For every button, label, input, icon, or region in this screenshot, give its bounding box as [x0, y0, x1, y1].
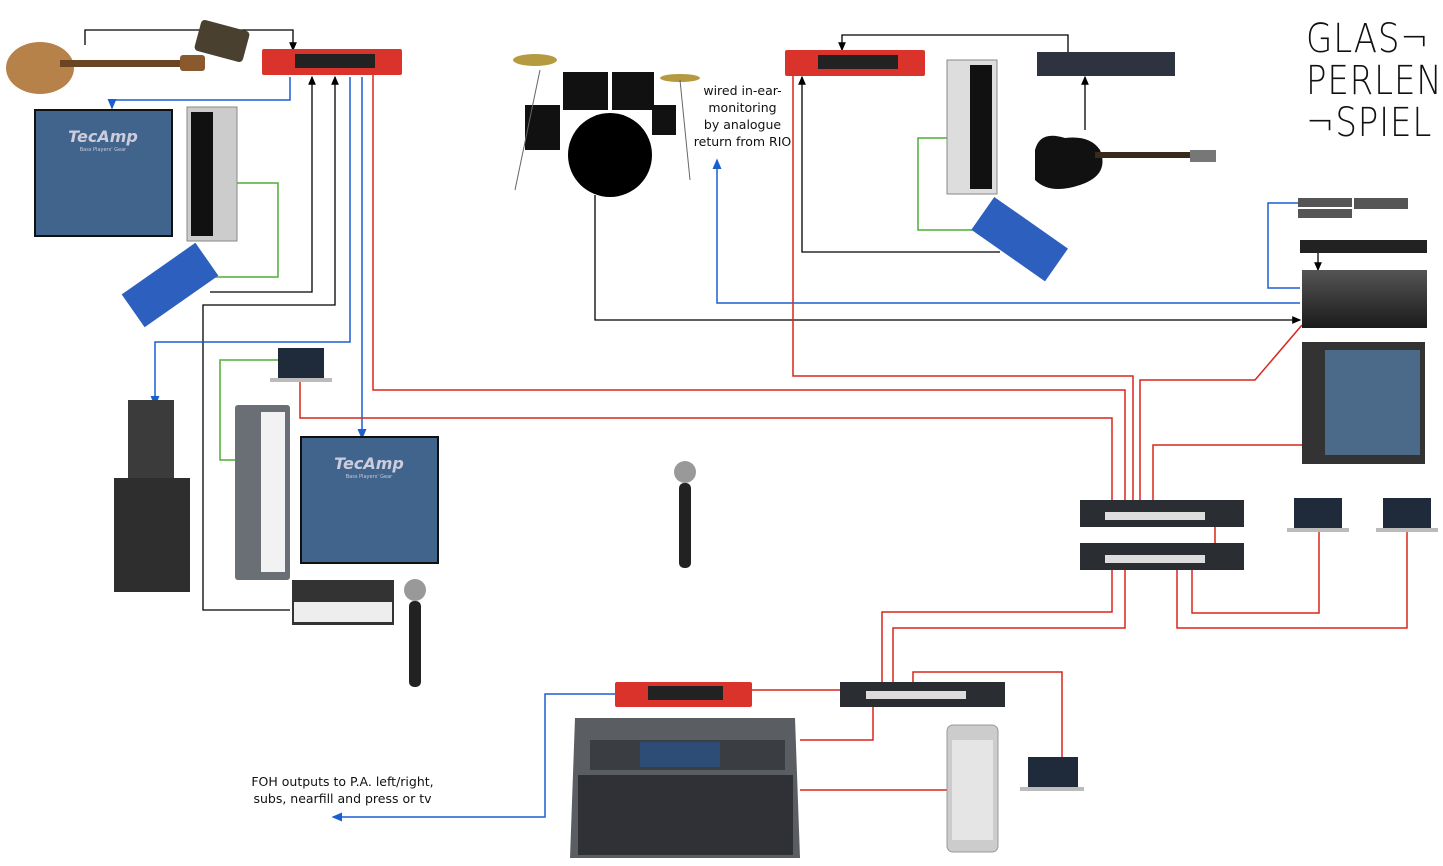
midi-keyboard	[971, 196, 1068, 282]
rack-unit	[1298, 209, 1352, 218]
keyboard-controller	[186, 106, 238, 242]
rack-unit	[1300, 240, 1427, 253]
network-switch	[1080, 500, 1244, 527]
synth	[292, 580, 394, 625]
svg-text:TecAmp: TecAmp	[68, 127, 138, 146]
foh-note: FOH outputs to P.A. left/right,subs, nea…	[251, 774, 434, 806]
effects-pedal	[194, 19, 250, 63]
drum-kit	[513, 54, 700, 197]
electric-guitar	[1035, 135, 1216, 189]
rack-case	[1302, 342, 1425, 464]
network-switch	[1080, 543, 1244, 570]
laptop	[270, 348, 332, 382]
subwoofer	[114, 478, 190, 592]
synth	[235, 405, 290, 580]
keyboard-controller	[946, 59, 998, 195]
audio-cables	[84, 29, 1322, 611]
glasperlenspiel-logo: GLAS¬ PERLEN ¬SPIEL	[1306, 16, 1443, 146]
bass-guitar	[6, 42, 205, 94]
rack-unit	[1354, 198, 1408, 209]
mixing-console	[570, 718, 800, 858]
laptop	[1287, 498, 1349, 532]
midi-keyboard	[121, 242, 219, 328]
network-switch	[840, 682, 1005, 707]
svg-text:Bass Players' Gear: Bass Players' Gear	[80, 147, 127, 153]
bass-cabinet: TecAmp Bass Players' Gear	[300, 436, 439, 564]
laptop	[1376, 498, 1438, 532]
analogue-returns	[107, 77, 1300, 822]
mac-pro	[946, 724, 999, 853]
pa-speaker	[128, 400, 174, 480]
microphone	[674, 461, 696, 568]
audio-interface	[785, 50, 925, 76]
laptop	[1020, 757, 1084, 791]
rack-unit	[1298, 198, 1352, 207]
svg-text:Bass Players' Gear: Bass Players' Gear	[346, 474, 393, 480]
bass-cabinet: TecAmp Bass Players' Gear	[34, 109, 173, 237]
svg-text:TecAmp: TecAmp	[334, 454, 404, 473]
audio-interface	[615, 682, 752, 707]
stage-rack	[1302, 270, 1427, 328]
guitar-processor	[1037, 52, 1175, 76]
microphone	[404, 579, 426, 687]
audio-interface	[262, 49, 402, 75]
